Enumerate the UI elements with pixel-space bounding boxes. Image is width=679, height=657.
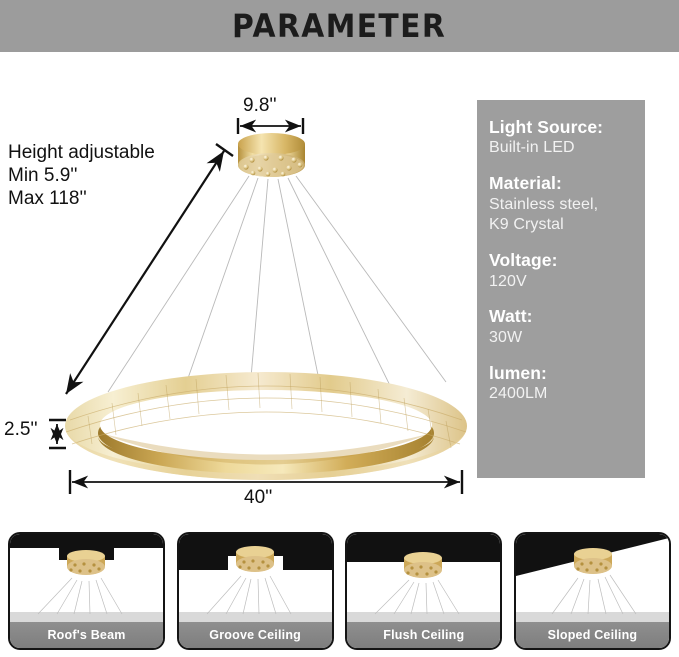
- canopy-diameter-label: 9.8'': [243, 95, 277, 116]
- height-adjustable-line-2: Min 5.9'': [8, 165, 78, 187]
- install-caption-sloped-ceiling: Sloped Ceiling: [515, 622, 669, 648]
- height-adjustable-arrow: [65, 143, 234, 395]
- installation-options: Roof's Beam Groove: [0, 532, 679, 652]
- spec-item-lumen: lumen: 2400LM: [489, 362, 645, 405]
- spec-label-light-source: Light Source:: [489, 117, 604, 137]
- canopy-crystal-studs: [243, 155, 303, 177]
- specification-panel: Light Source: Built-in LED Material: Sta…: [477, 100, 645, 478]
- height-adjustable-label: Height adjustable Min 5.9'' Max 118'': [8, 141, 155, 211]
- roofs-beam-illustration: [10, 534, 163, 626]
- install-caption-flush-ceiling: Flush Ceiling: [347, 622, 501, 648]
- spec-value-voltage: 120V: [489, 272, 527, 290]
- sloped-ceiling-illustration: [515, 534, 669, 626]
- spec-item-watt: Watt: 30W: [489, 305, 645, 348]
- install-option-sloped-ceiling[interactable]: Sloped Ceiling: [513, 532, 671, 650]
- ring-diameter-dimension: [68, 470, 464, 494]
- crystal-ticks: [87, 372, 452, 449]
- canopy-dimension-line: [236, 118, 305, 134]
- page-title: PARAMETER: [232, 7, 447, 45]
- ring-thickness-dimension: [49, 418, 66, 450]
- groove-ceiling-illustration: [178, 534, 332, 626]
- crystal-ring: [65, 372, 467, 480]
- spec-item-voltage: Voltage: 120V: [489, 249, 645, 292]
- header-banner: PARAMETER: [0, 0, 679, 52]
- spec-item-light-source: Light Source: Built-in LED: [489, 116, 645, 159]
- ring-diameter-label: 40'': [244, 487, 273, 508]
- spec-label-voltage: Voltage:: [489, 250, 558, 271]
- height-adjustable-line-1: Height adjustable: [8, 142, 155, 163]
- install-caption-roofs-beam: Roof's Beam: [10, 622, 163, 648]
- install-option-roofs-beam[interactable]: Roof's Beam: [8, 532, 165, 650]
- canopy: [238, 133, 305, 177]
- spec-label-watt: Watt:: [489, 306, 533, 327]
- install-option-flush-ceiling[interactable]: Flush Ceiling: [345, 532, 503, 650]
- product-illustration: [0, 52, 679, 528]
- spec-value-lumen: 2400LM: [489, 384, 548, 402]
- ring-thickness-label: 2.5'': [4, 419, 38, 440]
- spec-label-material: Material:: [489, 173, 562, 194]
- install-option-groove-ceiling[interactable]: Groove Ceiling: [176, 532, 334, 650]
- spec-value-light-source: Built-in LED: [489, 139, 575, 157]
- spec-value-material: Stainless steel, K9 Crystal: [489, 195, 599, 234]
- install-caption-groove-ceiling: Groove Ceiling: [178, 622, 332, 648]
- chandelier-diagram: [49, 118, 467, 494]
- height-adjustable-line-3: Max 118'': [8, 188, 87, 210]
- spec-item-material: Material: Stainless steel, K9 Crystal: [489, 172, 645, 236]
- spec-label-lumen: lumen:: [489, 362, 547, 383]
- spec-value-watt: 30W: [489, 328, 523, 346]
- flush-ceiling-illustration: [347, 534, 501, 626]
